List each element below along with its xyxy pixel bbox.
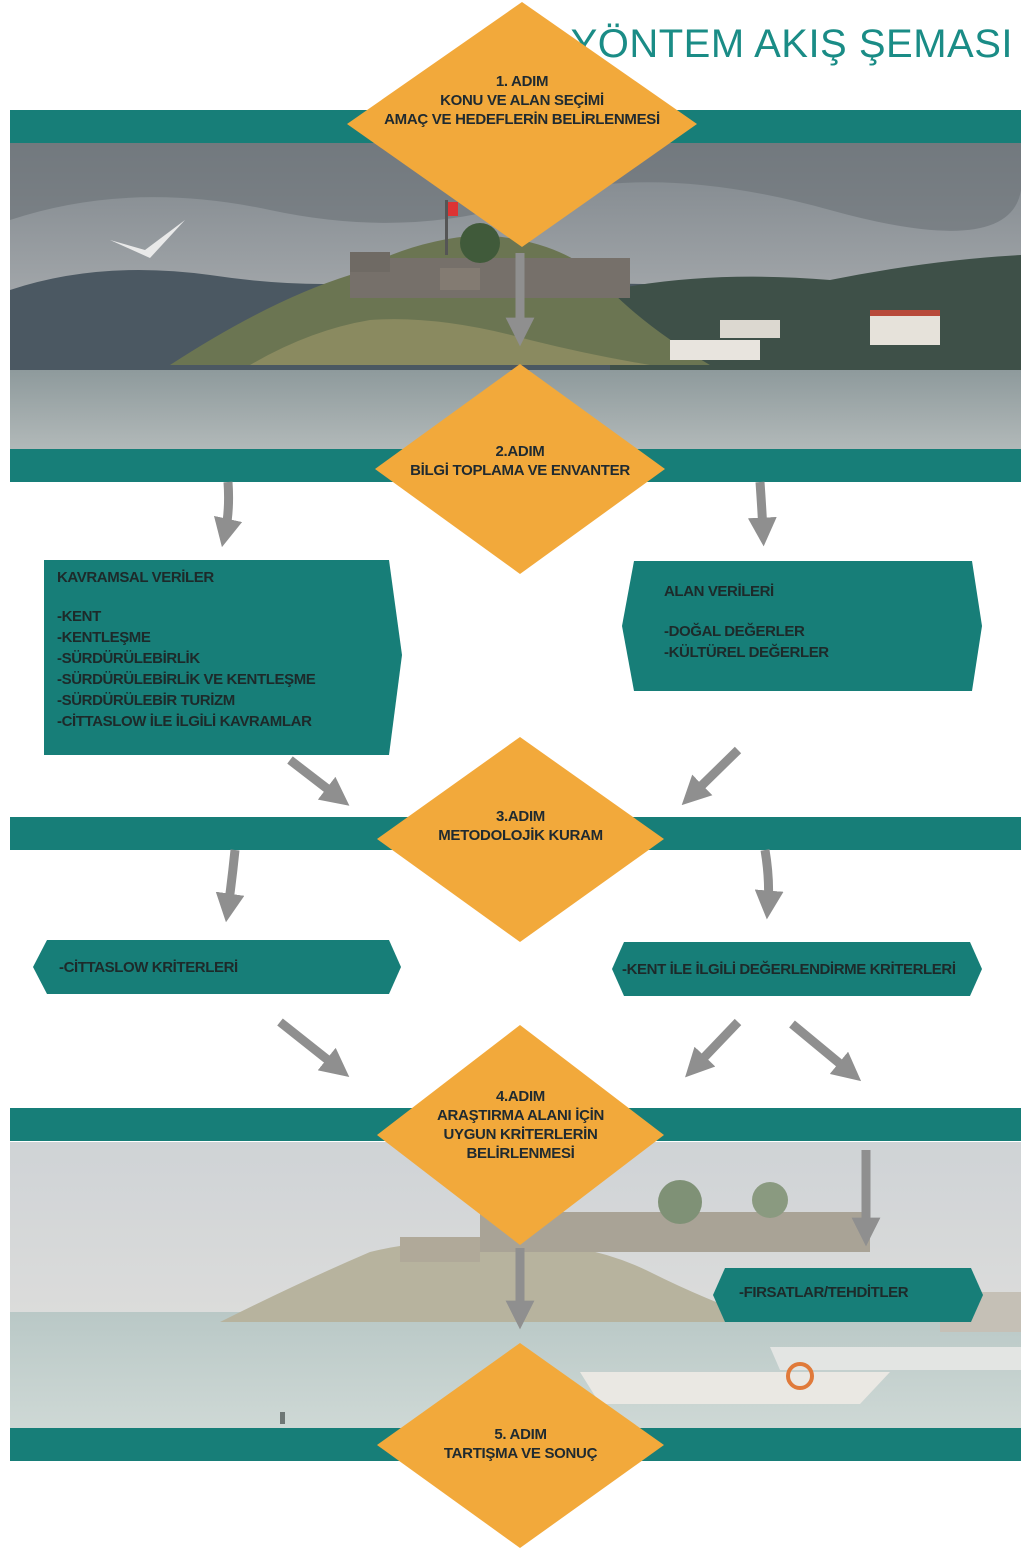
arrow-2-to-alan [747, 481, 777, 547]
step-4-line: BELİRLENMESİ [466, 1145, 575, 1162]
kent-kriterleri-box: -KENT İLE İLGİLİ DEĞERLENDİRME KRİTERLER… [612, 942, 982, 996]
step-4-line: 4.ADIM [495, 1088, 546, 1105]
arrow-2-to-kavramsal [213, 481, 243, 548]
step-1-line: KONU VE ALAN SEÇİMİ [440, 92, 604, 109]
arrow-3-to-kent [754, 849, 784, 920]
step-5-line: 5. ADIM [494, 1426, 547, 1443]
kavramsal-item: -SÜRDÜRÜLEBİRLİK VE KENTLEŞME [57, 671, 316, 688]
step-1-line: 1. ADIM [495, 73, 549, 90]
firsatlar-tehditler-box: -FIRSATLAR/TEHDİTLER [713, 1268, 983, 1322]
kent-item: -KENT İLE İLGİLİ DEĞERLENDİRME KRİTERLER… [622, 961, 956, 978]
step-4-diamond: 4.ADIM ARAŞTIRMA ALANI İÇİN UYGUN KRİTER… [377, 1025, 664, 1245]
alan-verileri-box: ALAN VERİLERİ -DOĞAL DEĞERLER -KÜLTÜREL … [622, 561, 982, 691]
arrow-cittaslow-to-4 [277, 1018, 350, 1077]
kavramsal-item: -CİTTASLOW İLE İLGİLİ KAVRAMLAR [57, 713, 312, 730]
alan-item: -DOĞAL DEĞERLER [664, 623, 805, 640]
firsat-item: -FIRSATLAR/TEHDİTLER [739, 1284, 909, 1301]
step-2-line: 2.ADIM [495, 443, 545, 460]
arrow-kavramsal-to-3 [287, 756, 350, 806]
step-3-line: 3.ADIM [495, 808, 546, 825]
diagram-title: YÖNTEM AKIŞ ŞEMASI [570, 22, 1013, 66]
step-1-line: AMAÇ VE HEDEFLERİN BELİRLENMESİ [384, 111, 660, 128]
cittaslow-kriterleri-box: -CİTTASLOW KRİTERLERİ [33, 940, 401, 994]
kavramsal-item: -KENT [57, 608, 101, 625]
arrow-alan-to-3 [681, 746, 742, 806]
step-3-line: METODOLOJİK KURAM [438, 827, 603, 844]
alan-heading: ALAN VERİLERİ [664, 583, 774, 600]
arrow-3-to-cittaslow [215, 849, 245, 923]
step-3-diamond: 3.ADIM METODOLOJİK KURAM [377, 737, 664, 942]
step-1-diamond: 1. ADIM KONU VE ALAN SEÇİMİ AMAÇ VE HEDE… [347, 2, 697, 247]
arrow-kent-to-4 [685, 1018, 742, 1078]
cittaslow-item: -CİTTASLOW KRİTERLERİ [59, 959, 238, 976]
kavramsal-veriler-box: KAVRAMSAL VERİLER -KENT -KENTLEŞME -SÜRD… [44, 560, 402, 755]
kavramsal-item: -SÜRDÜRÜLEBİRLİK [57, 650, 200, 667]
arrow-kent-to-firsat [789, 1020, 862, 1082]
kavramsal-item: -SÜRDÜRÜLEBİR TURİZM [57, 692, 235, 709]
step-2-line: BİLGİ TOPLAMA VE ENVANTER [410, 462, 630, 479]
kavramsal-item: -KENTLEŞME [57, 629, 151, 646]
step-5-line: TARTIŞMA VE SONUÇ [443, 1445, 598, 1462]
step-4-line: ARAŞTIRMA ALANI İÇİN [436, 1107, 605, 1124]
step-2-diamond: 2.ADIM BİLGİ TOPLAMA VE ENVANTER [375, 364, 665, 574]
alan-item: -KÜLTÜREL DEĞERLER [664, 644, 829, 661]
step-4-line: UYGUN KRİTERLERİN [443, 1126, 598, 1143]
kavramsal-heading: KAVRAMSAL VERİLER [57, 569, 214, 586]
step-5-diamond: 5. ADIM TARTIŞMA VE SONUÇ [377, 1343, 664, 1548]
